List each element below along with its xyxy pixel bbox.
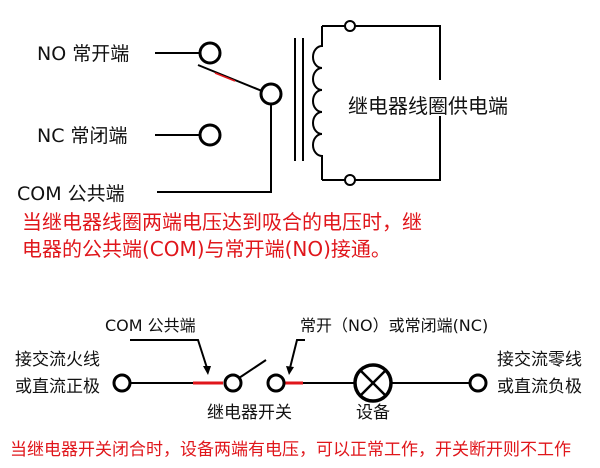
com-leader [130,339,208,369]
right-label-2: 或直流负极 [497,377,582,397]
com-callout: COM 公共端 [105,316,196,335]
com-label: COM 公共端 [17,183,125,205]
circuit-diagram: COM 公共端 常开（NO）或常闭端(NC) 接交流火线 或直流正极 接交流零线… [10,316,582,460]
no-label: NO 常开端 [37,43,129,65]
no-terminal [198,41,222,65]
coil-wire-top [322,25,441,80]
lamp-icon [353,363,393,403]
neutral-terminal [468,373,488,393]
note-line-2: 电器的公共端(COM)与常开端(NO)接通。 [22,237,391,261]
left-label-2: 或直流正极 [15,377,100,397]
coil-label: 继电器线圈供电端 [348,94,508,118]
switch-terminal [266,373,286,393]
no-nc-callout: 常开（NO）或常闭端(NC) [300,316,488,335]
no-leader [289,339,305,369]
switch-arm [238,359,267,379]
coil-terminal [344,174,356,186]
coil [312,26,323,180]
switch-label: 继电器开关 [207,403,292,423]
coil-terminal [344,20,356,32]
note-line-1: 当继电器线圈两端电压达到吸合的电压时，继 [22,210,422,234]
left-label-1: 接交流火线 [15,350,100,370]
coil-wire-bottom [322,116,441,181]
device-label: 设备 [356,403,390,423]
nc-label: NC 常闭端 [37,125,128,147]
relay-schematic: NO 常开端 NC 常闭端 COM 公共端 继电器线圈供电端 当继电器线圈两端电… [17,20,508,261]
nc-terminal [198,123,222,147]
switch-terminal [223,373,243,393]
contact-mark [214,72,236,82]
com-wire [157,104,272,193]
switch-arm [197,64,263,92]
arrow-icon [286,366,294,375]
bottom-note: 当继电器开关闭合时，设备两端有电压，可以正常工作，开关断开则不工作 [10,440,571,460]
com-terminal [259,82,283,106]
live-terminal [112,373,132,393]
arrow-icon [203,366,211,375]
right-label-1: 接交流零线 [497,350,582,370]
